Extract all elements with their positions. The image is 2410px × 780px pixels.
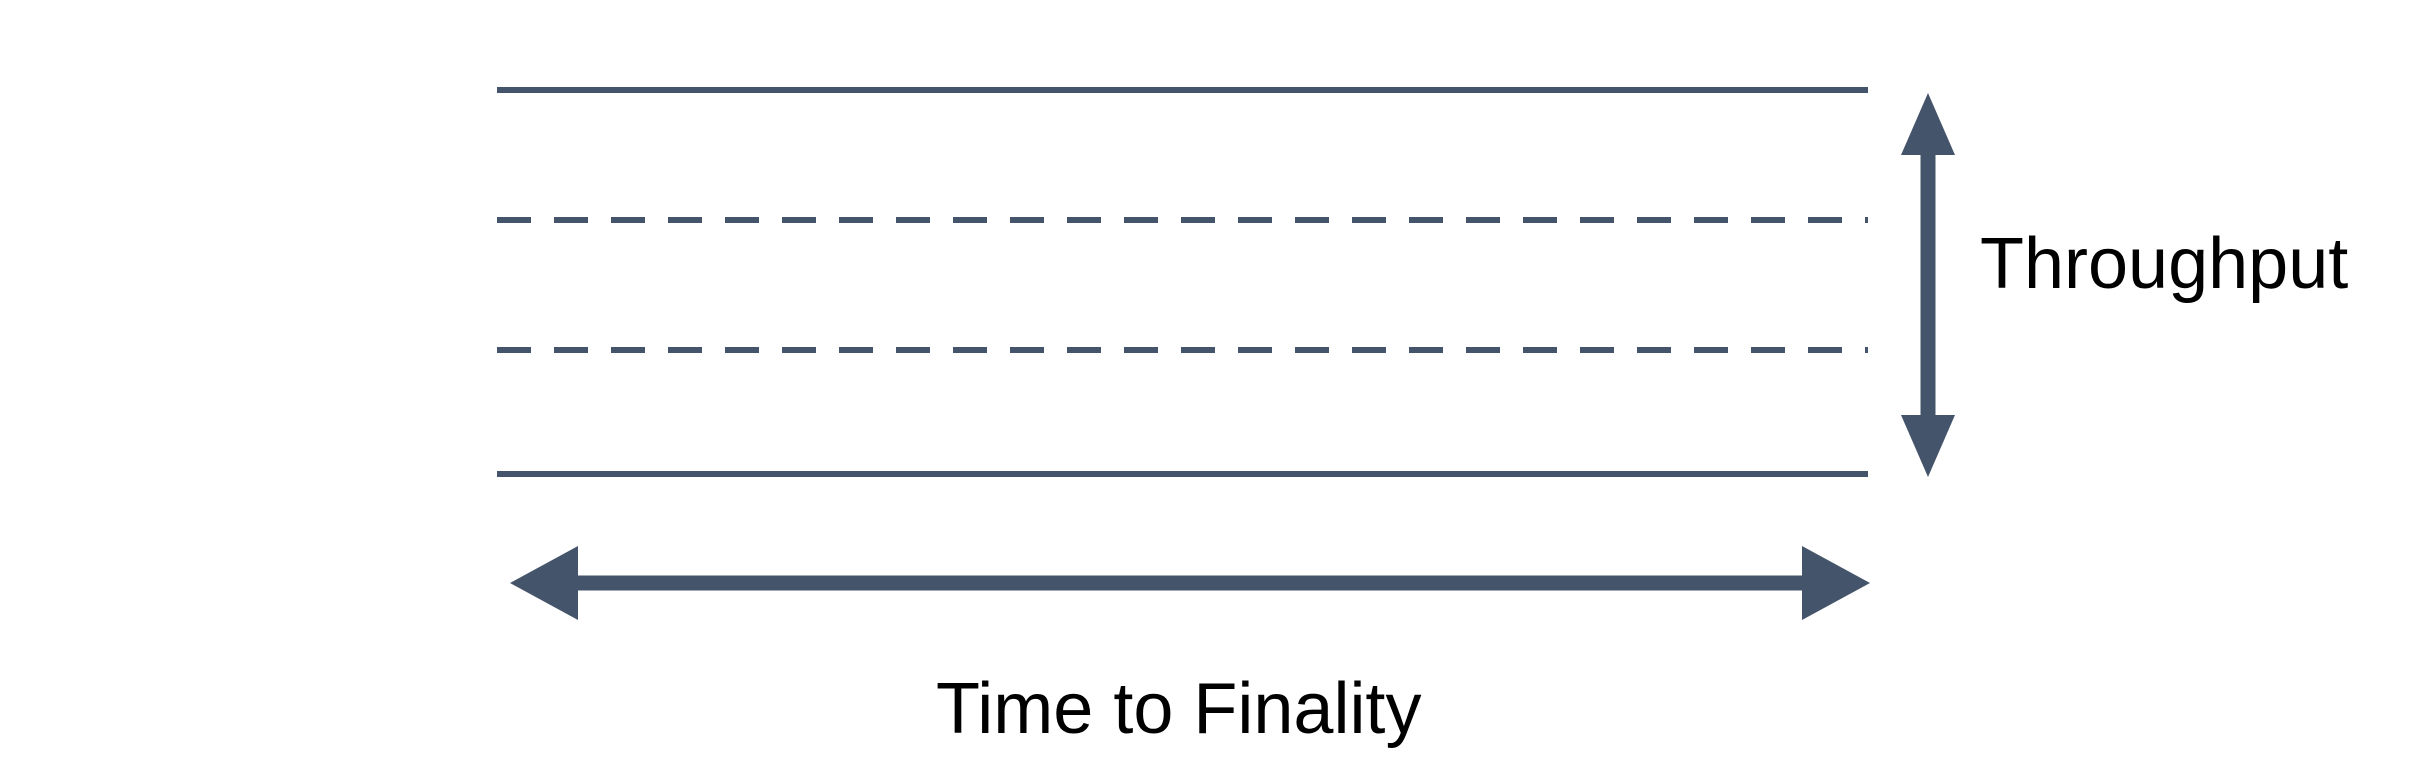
- throughput-arrow: [1901, 93, 1955, 477]
- throughput-label: Throughput: [1980, 224, 2349, 304]
- throughput-arrow-head-up: [1901, 93, 1955, 155]
- lane-lines-group: [497, 87, 1868, 477]
- time-to-finality-arrow-head-left: [510, 546, 578, 620]
- time-to-finality-arrow-head-right: [1802, 546, 1870, 620]
- throughput-arrow-shaft: [1920, 150, 1936, 420]
- throughput-arrow-head-down: [1901, 415, 1955, 477]
- time-to-finality-arrow-shaft: [578, 575, 1802, 591]
- time-to-finality-label: Time to Finality: [936, 669, 1422, 749]
- time-to-finality-arrow: [510, 546, 1870, 620]
